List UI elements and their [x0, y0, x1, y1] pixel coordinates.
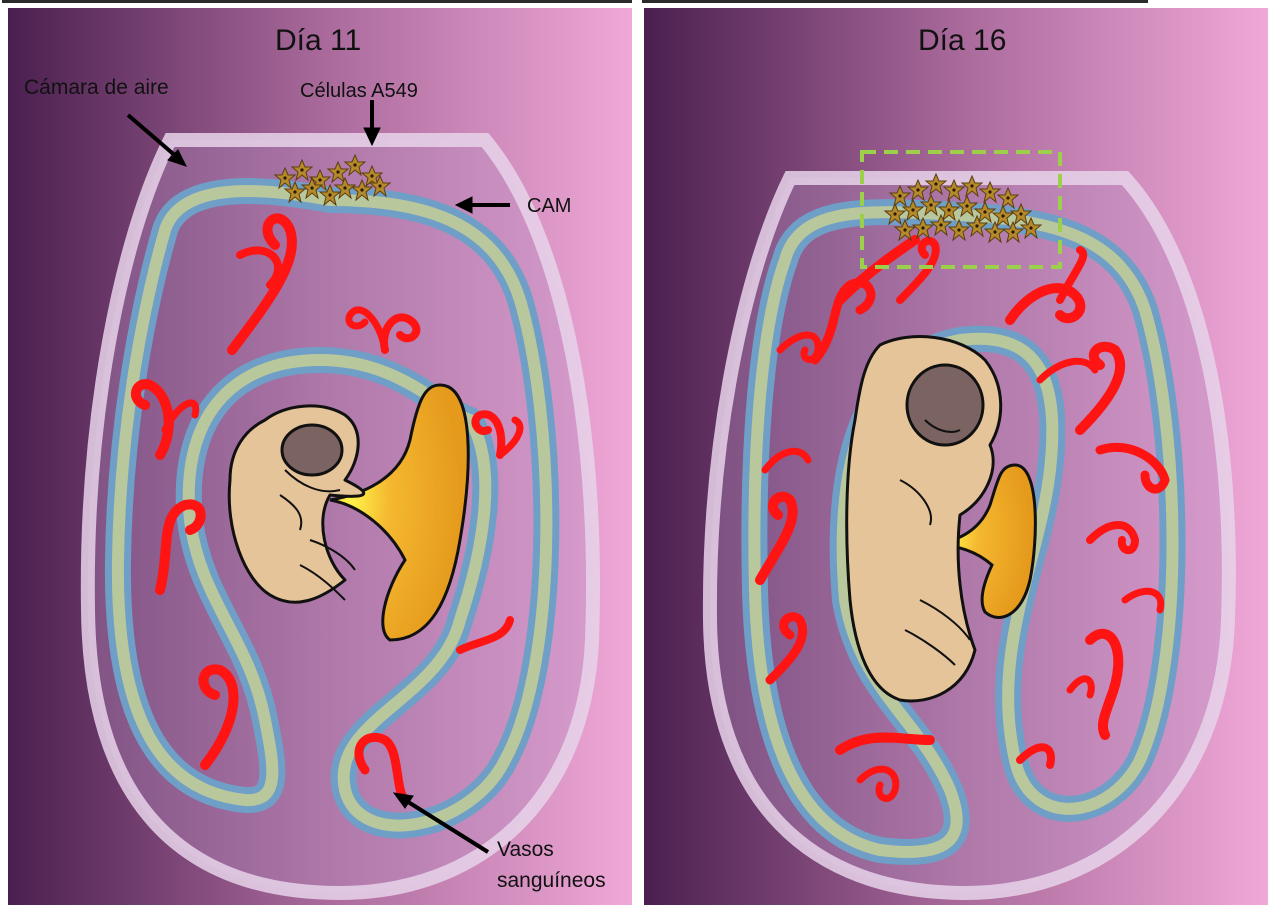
air-chamber-label: Cámara de aire [24, 76, 169, 100]
cells-label: Células A549 [300, 80, 418, 103]
panel-title-day-11: Día 11 [275, 24, 361, 59]
vessels-label-line2: sanguíneos [497, 869, 606, 893]
panel-title-day-16: Día 16 [918, 24, 1006, 59]
vessels-label-line1: Vasos [497, 838, 554, 862]
cam-label: CAM [527, 195, 571, 218]
panel-day-16 [644, 8, 1268, 905]
panel-day-11 [8, 8, 632, 905]
